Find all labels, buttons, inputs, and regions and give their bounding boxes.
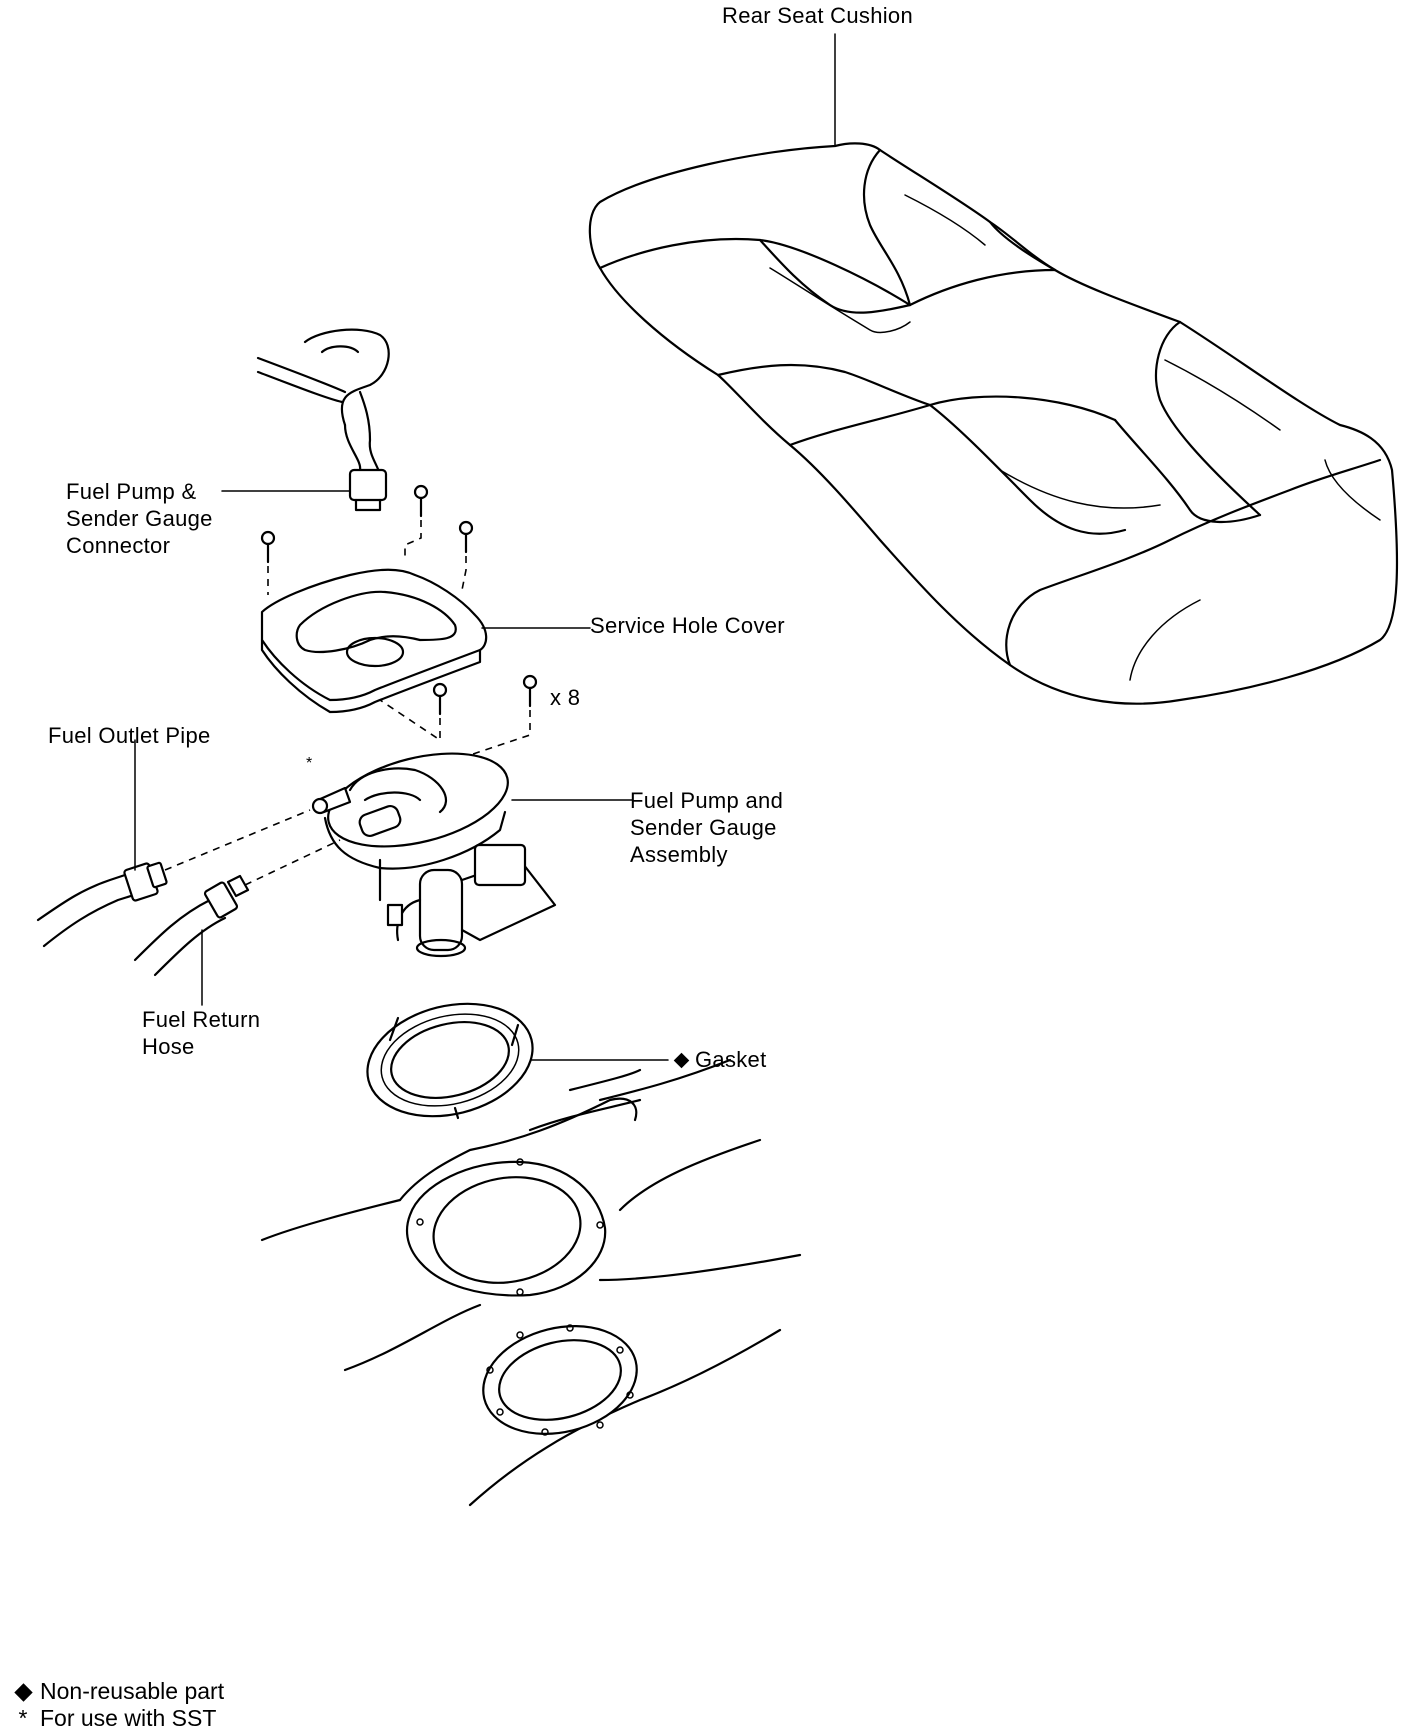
return-hose-label-line-2: Hose	[142, 1034, 195, 1059]
gasket-label: Gasket	[673, 1046, 767, 1074]
rear-seat-cushion-label: Rear Seat Cushion	[722, 3, 913, 28]
connector-label-line-3: Connector	[66, 533, 171, 558]
legend-non-reusable-text: Non-reusable part	[40, 1678, 225, 1704]
bolt-count-label: x 8	[550, 685, 581, 710]
fuel-return-hose-label: Fuel Return Hose	[142, 1006, 260, 1060]
cover-screws-drawing	[260, 484, 538, 756]
legend-sst-text: For use with SST	[40, 1705, 217, 1731]
fuel-return-hose-drawing	[133, 839, 341, 1006]
fuel-pump-assembly-label: Fuel Pump and Sender Gauge Assembly	[630, 787, 783, 868]
assembly-label-line-2: Sender Gauge	[630, 815, 777, 840]
return-hose-label-line-1: Fuel Return	[142, 1007, 261, 1032]
sst-marker: *	[306, 755, 312, 772]
fuel-pump-connector-label: Fuel Pump & Sender Gauge Connector	[66, 478, 213, 559]
legend-non-reusable: Non-reusable part	[12, 1678, 224, 1705]
service-hole-cover-drawing	[260, 568, 591, 714]
fuel-pump-connector-drawing	[221, 328, 390, 512]
diamond-icon	[12, 1678, 34, 1705]
fuel-outlet-pipe-drawing	[36, 739, 311, 948]
connector-label-line-1: Fuel Pump &	[66, 479, 197, 504]
legend-sst: * For use with SST	[12, 1705, 224, 1732]
assembly-label-line-3: Assembly	[630, 842, 728, 867]
non-reusable-diamond-icon	[673, 1052, 690, 1068]
connector-label-line-2: Sender Gauge	[66, 506, 213, 531]
gasket-label-text: Gasket	[695, 1047, 767, 1072]
fuel-pump-assembly-drawing	[311, 752, 633, 958]
fuel-outlet-pipe-label: Fuel Outlet Pipe	[48, 723, 211, 748]
gasket-drawing	[366, 1002, 669, 1120]
asterisk-icon: *	[18, 1705, 28, 1731]
legend: Non-reusable part * For use with SST	[12, 1678, 224, 1732]
rear-seat-cushion-drawing	[588, 33, 1399, 705]
floor-panel-drawing	[260, 1058, 802, 1507]
assembly-label-line-1: Fuel Pump and	[630, 788, 784, 813]
service-hole-cover-label: Service Hole Cover	[590, 613, 785, 638]
